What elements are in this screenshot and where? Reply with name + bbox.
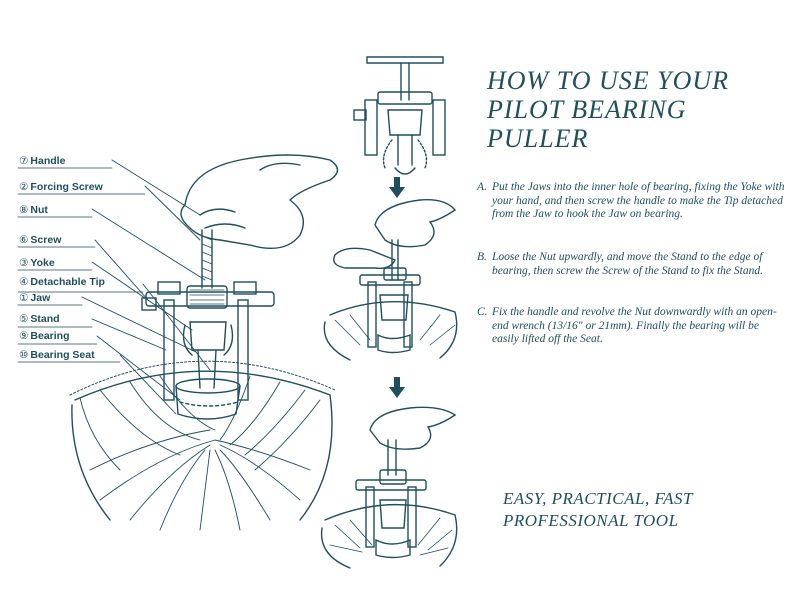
part-number: ④ — [19, 276, 29, 288]
tagline-line-2: PROFESSIONAL TOOL — [503, 511, 679, 530]
part-number: ⑨ — [19, 330, 29, 342]
step-a: A. Put the Jaws into the inner hole of b… — [477, 181, 787, 222]
step-c: C. Fix the handle and revolve the Nut do… — [477, 306, 787, 347]
step-a-letter: A. — [477, 181, 487, 193]
step-c-text: Fix the handle and revolve the Nut downw… — [492, 306, 777, 345]
page-title: HOW TO USE YOUR PILOT BEARING PULLER — [487, 66, 787, 153]
title-line-1: HOW TO USE YOUR — [487, 66, 730, 95]
arrow-2 — [389, 377, 405, 398]
step-b-puller-diagram — [323, 199, 458, 361]
part-name: Detachable Tip — [30, 276, 105, 288]
part-name: Bearing — [30, 330, 70, 342]
part-name: Bearing Seat — [30, 349, 95, 361]
part-number: ⑧ — [19, 204, 29, 216]
step-a-text: Put the Jaws into the inner hole of bear… — [492, 181, 785, 220]
step-c-letter: C. — [477, 306, 488, 318]
step-b-text: Loose the Nut upwardly, and move the Sta… — [492, 251, 763, 277]
part-number: ② — [19, 181, 29, 193]
part-number: ⑩ — [19, 349, 29, 361]
part-name: Screw — [30, 234, 62, 246]
tagline: EASY, PRACTICAL, FAST PROFESSIONAL TOOL — [503, 488, 693, 532]
part-name: Forcing Screw — [30, 181, 103, 193]
part-number: ① — [19, 292, 29, 304]
title-line-3: PULLER — [487, 124, 589, 153]
part-name: Jaw — [30, 292, 51, 304]
part-number: ⑦ — [19, 155, 29, 167]
part-name: Yoke — [30, 257, 55, 269]
step-b: B. Loose the Nut upwardly, and move the … — [477, 251, 787, 278]
step-c-puller-diagram — [320, 406, 458, 569]
tagline-line-1: EASY, PRACTICAL, FAST — [503, 489, 693, 508]
main-puller-diagram — [17, 154, 339, 531]
part-name: Handle — [30, 155, 66, 167]
part-name: Stand — [30, 313, 60, 325]
part-number: ③ — [19, 257, 29, 269]
part-number: ⑤ — [19, 313, 29, 325]
arrow-1 — [389, 177, 405, 198]
step-a-puller-diagram — [353, 56, 446, 175]
title-line-2: PILOT BEARING — [487, 95, 687, 124]
step-b-letter: B. — [477, 251, 487, 263]
part-number: ⑥ — [19, 234, 29, 246]
part-name: Nut — [30, 204, 48, 216]
